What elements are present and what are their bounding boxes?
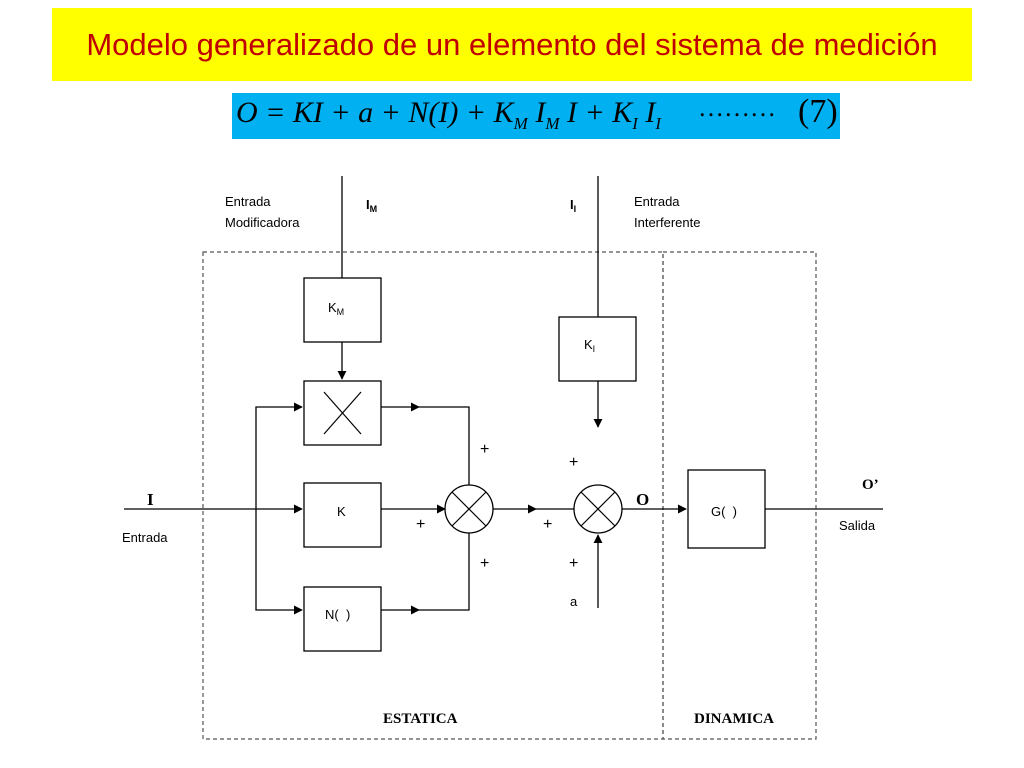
- formula-expression: O = KI + a + N(I) + KM IM I + KI II: [236, 96, 662, 133]
- plus-sign: +: [416, 516, 425, 533]
- page-title: Modelo generalizado de un elemento del s…: [86, 26, 938, 62]
- n-block-label: N( ): [325, 607, 350, 622]
- plus-sign: +: [543, 516, 552, 533]
- k-block-label: K: [337, 504, 346, 519]
- n-block: [303, 586, 382, 652]
- n-to-sum1: [419, 533, 470, 611]
- title-banner: Modelo generalizado de un elemento del s…: [52, 8, 972, 81]
- multiplier-cross-line: [323, 391, 362, 435]
- formula-dots: ………: [698, 93, 776, 122]
- summing-junction-1-cross: [451, 491, 487, 527]
- interfering-input-label: Entrada: [634, 194, 680, 209]
- plus-sign: +: [569, 555, 578, 572]
- feed-to-n-block: [255, 509, 303, 615]
- plus-sign: +: [569, 454, 578, 471]
- static-region-label: ESTATICA: [383, 711, 458, 727]
- ki-block: [558, 316, 637, 382]
- equation-number: (7): [798, 93, 838, 130]
- plus-sign: +: [480, 441, 489, 458]
- main-input-label: Entrada: [122, 530, 168, 545]
- modifying-input-label: Entrada: [225, 194, 271, 209]
- multiplier-to-sum1: [419, 406, 470, 485]
- output-label: Salida: [839, 518, 876, 533]
- ii-symbol: II: [570, 197, 576, 214]
- interfering-input-label: Interferente: [634, 215, 701, 230]
- o-symbol: O: [636, 490, 649, 509]
- km-block: [303, 277, 382, 343]
- o-prime-symbol: O’: [862, 477, 879, 493]
- dynamic-region-label: DINAMICA: [694, 711, 774, 727]
- main-input-symbol: I: [147, 490, 154, 509]
- g-block-label: G( ): [711, 504, 737, 519]
- im-symbol: IM: [366, 197, 377, 214]
- plus-sign: +: [480, 555, 489, 572]
- feed-to-multiplier: [255, 402, 303, 509]
- dynamic-region-frame: [662, 251, 817, 740]
- modifying-input-label: Modificadora: [225, 215, 300, 230]
- ki-block-label: KI: [584, 337, 595, 354]
- summing-junction-2-cross: [580, 491, 616, 527]
- k-block: [303, 482, 382, 548]
- offset-a-label: a: [570, 594, 578, 609]
- formula-equation: O = KI + a + N(I) + KM IM I + KI II ……… …: [232, 93, 840, 139]
- g-block: [687, 469, 766, 549]
- km-block-label: KM: [328, 300, 344, 317]
